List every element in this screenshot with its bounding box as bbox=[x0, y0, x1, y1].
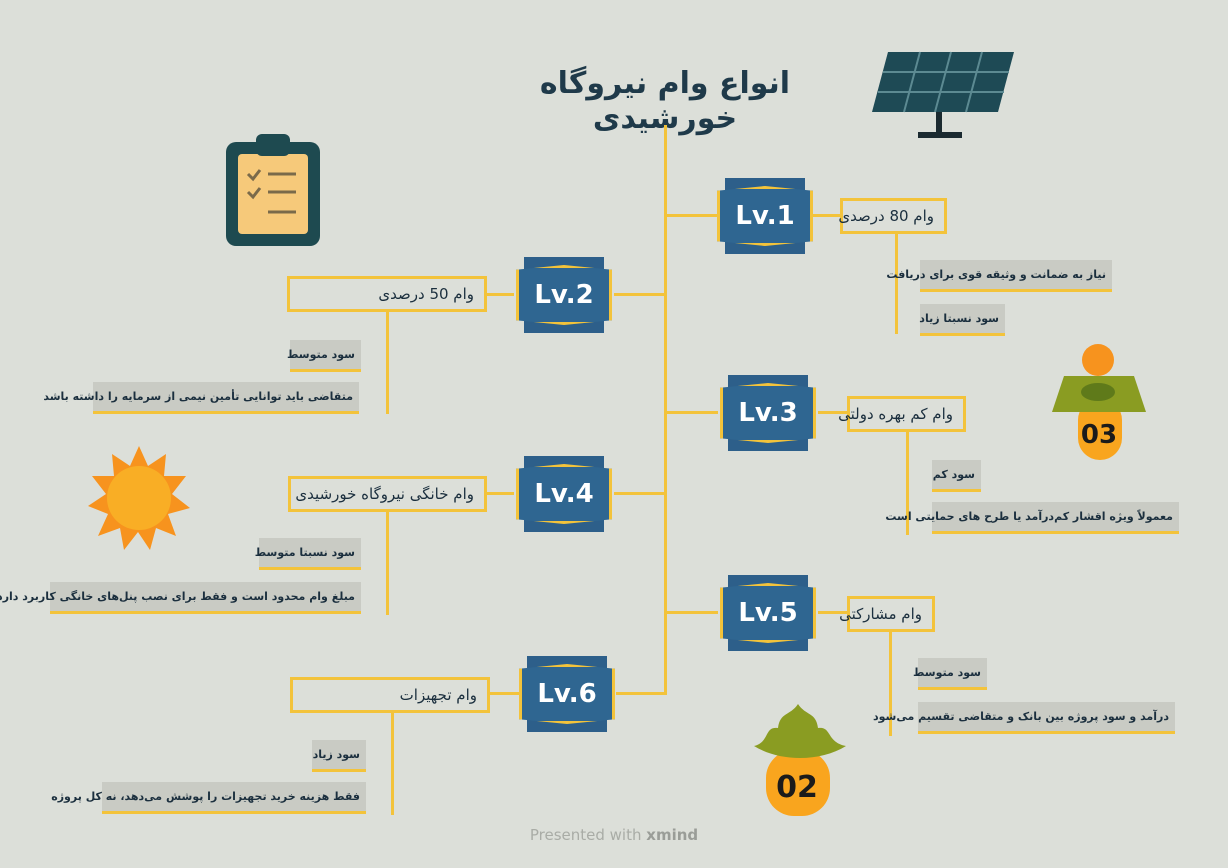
level-badge-3[interactable]: Lv.3 bbox=[720, 375, 816, 451]
connector bbox=[889, 632, 892, 736]
subtopic[interactable]: نیاز به ضمانت و وثیقه قوی برای دریافت bbox=[886, 260, 1112, 292]
subtopic[interactable]: معمولاً ویژه اقشار کم‌درآمد یا طرح های ح… bbox=[885, 502, 1179, 534]
connector bbox=[614, 293, 666, 296]
topic-5[interactable]: وام مشارکتی bbox=[839, 596, 935, 632]
plant-number: 02 bbox=[776, 770, 818, 805]
topic-2[interactable]: وام 50 درصدی bbox=[287, 276, 487, 312]
level-badge-2[interactable]: Lv.2 bbox=[516, 257, 612, 333]
connector bbox=[812, 214, 842, 217]
subtopic[interactable]: مبلغ وام محدود است و فقط برای نصب پنل‌ها… bbox=[0, 582, 361, 614]
footer-prefix: Presented with bbox=[529, 826, 642, 844]
figure-number: 03 bbox=[1080, 420, 1118, 450]
connector bbox=[666, 611, 718, 614]
connector bbox=[614, 492, 666, 495]
clipboard-checklist-icon bbox=[226, 134, 320, 246]
footer-credit: Presented with xmind bbox=[0, 826, 1228, 844]
level-badge-4[interactable]: Lv.4 bbox=[516, 456, 612, 532]
topic-1[interactable]: وام 80 درصدی bbox=[838, 198, 947, 234]
topic-4[interactable]: وام خانگی نیروگاه خورشیدی bbox=[288, 476, 487, 512]
connector bbox=[818, 411, 848, 414]
solar-panel-icon bbox=[872, 51, 1014, 138]
connector bbox=[616, 692, 666, 695]
connector bbox=[386, 312, 389, 414]
connector bbox=[666, 214, 718, 217]
topic-3[interactable]: وام کم بهره دولتی bbox=[838, 396, 966, 432]
level-badge-6[interactable]: Lv.6 bbox=[519, 656, 615, 732]
connector bbox=[486, 293, 514, 296]
subtopic[interactable]: سود زیاد bbox=[312, 740, 366, 772]
potted-plant-icon bbox=[754, 704, 846, 816]
connector bbox=[391, 713, 394, 815]
connector bbox=[906, 432, 909, 535]
subtopic[interactable]: سود متوسط bbox=[913, 658, 987, 690]
subtopic[interactable]: سود متوسط bbox=[287, 340, 361, 372]
subtopic[interactable]: سود نسبتا متوسط bbox=[255, 538, 361, 570]
connector bbox=[895, 234, 898, 334]
subtopic[interactable]: سود نسبتا زیاد bbox=[919, 304, 1005, 336]
central-spine bbox=[664, 125, 667, 695]
subtopic[interactable]: متقاضی باید توانایی تأمین نیمی از سرمایه… bbox=[43, 382, 359, 414]
subtopic[interactable]: سود کم bbox=[932, 460, 981, 492]
connector bbox=[666, 411, 718, 414]
connector bbox=[489, 692, 519, 695]
person-figure-icon bbox=[1052, 344, 1146, 460]
subtopic[interactable]: درآمد و سود پروژه بین بانک و متقاضی تقسی… bbox=[873, 702, 1175, 734]
level-badge-1[interactable]: Lv.1 bbox=[717, 178, 813, 254]
subtopic[interactable]: فقط هزینه خرید تجهیزات را پوشش می‌دهد، ن… bbox=[51, 782, 366, 814]
connector bbox=[486, 492, 514, 495]
connector bbox=[386, 512, 389, 615]
topic-6[interactable]: وام تجهیزات bbox=[290, 677, 490, 713]
level-badge-5[interactable]: Lv.5 bbox=[720, 575, 816, 651]
map-title: انواع وام نیروگاه خورشیدی bbox=[539, 66, 791, 136]
connector bbox=[818, 611, 848, 614]
sun-icon bbox=[88, 446, 190, 550]
footer-brand: xmind bbox=[646, 826, 699, 844]
